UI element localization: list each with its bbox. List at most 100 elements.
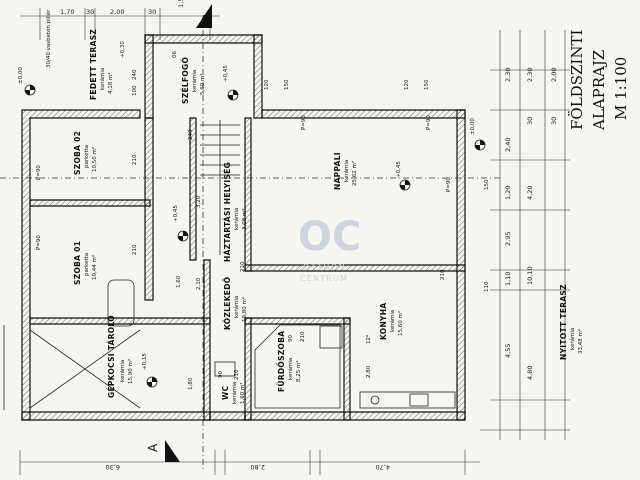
- room-name: SZOBA 02: [73, 131, 82, 175]
- level-right: ±0,00: [470, 118, 476, 135]
- room-furdoszoba: FÜRDŐSZOBA kerámia 8,25 m²: [277, 331, 302, 392]
- opening-3: 100: [132, 85, 138, 96]
- room-name: SZOBA 01: [73, 241, 82, 285]
- opening-20: 2,80: [366, 365, 372, 378]
- room-area: 1,60 m²: [239, 382, 246, 404]
- opening-18: 210: [234, 369, 240, 380]
- title-block: FÖLDSZINTI ALAPRAJZ M 1:100: [568, 30, 630, 131]
- room-szoba-02: SZOBA 02 parketta 10,50 m²: [73, 131, 98, 175]
- opening-19: 1,80: [188, 377, 194, 390]
- room-area: 4,18 m²: [107, 72, 114, 94]
- dim-top-4: 30: [148, 8, 156, 16]
- level-szelfogo: +0,45: [223, 65, 229, 82]
- section-marker-top: A: [196, 4, 212, 470]
- room-material: kerámia: [569, 328, 576, 350]
- room-material: kerámia: [233, 296, 240, 318]
- room-material: kerámia: [287, 358, 294, 380]
- dimension-right: 2,30 2,40 1,20 2,95 1,10 4,55 2,30 30 4,…: [480, 30, 570, 440]
- watermark-line1: OTTHON: [303, 263, 346, 272]
- room-material: kerámia: [191, 70, 198, 92]
- level-markers: [24, 84, 486, 388]
- watermark-mark: OC: [298, 214, 361, 260]
- room-area: 33,48 m²: [577, 329, 584, 354]
- room-area: 10,44 m²: [91, 255, 98, 280]
- room-konyha: KONYHA kerámia 15,60 m²: [379, 303, 404, 340]
- room-material: kerámia: [343, 160, 350, 182]
- opening-1: 06: [172, 51, 178, 58]
- dim-right-13: 30: [550, 117, 558, 125]
- room-area: 8,25 m²: [295, 360, 302, 382]
- room-nyitott-terasz: NYITOTT TERASZ kerámia 33,48 m²: [559, 284, 584, 360]
- column-note: 30/40 vasbeton pillér: [45, 9, 52, 68]
- room-kozlekedo: KÖZLEKEDŐ kerámia 19,80 m²: [223, 277, 248, 330]
- room-name: WC: [221, 385, 230, 400]
- opening-5: 150: [284, 79, 290, 90]
- room-area: 15,60 m²: [397, 311, 404, 336]
- garage-lines: [3, 325, 141, 410]
- opening-14: 2,10: [196, 277, 202, 290]
- room-material: parketta: [84, 253, 90, 276]
- dim-right-11: 4,80: [526, 366, 534, 380]
- opening-10: 240: [188, 129, 194, 140]
- room-material: kerámia: [119, 360, 126, 382]
- room-name: FEDETT TERASZ: [89, 29, 98, 100]
- dim-bottom-1: 6,30: [106, 463, 120, 471]
- room-wc: WC kerámia 1,60 m²: [221, 382, 246, 404]
- opening-21: 150: [484, 179, 490, 190]
- dim-right-9: 4,20: [526, 186, 534, 200]
- room-nappali: NAPPALI kerámia 25,62 m²: [333, 152, 358, 190]
- level-gepkocsi: +0,15: [142, 353, 148, 370]
- dim-top-3: 2,00: [110, 8, 124, 16]
- dim-top-5: 1,50: [177, 0, 185, 8]
- room-name: HÁZTARTÁSI HELYISÉG: [223, 162, 232, 262]
- opening-7: 150: [424, 79, 430, 90]
- staircase: [200, 120, 240, 255]
- room-area: 19,80 m²: [241, 297, 248, 322]
- door-p90-c: P=90: [301, 115, 307, 130]
- room-name: SZÉLFOGÓ: [181, 57, 190, 104]
- title-line2: ALAPRAJZ: [590, 50, 608, 131]
- door-p90-b: P=90: [36, 235, 42, 250]
- room-fedett-terasz: FEDETT TERASZ kerámia 4,18 m²: [89, 29, 114, 100]
- dim-right-4: 2,95: [504, 232, 512, 246]
- dim-right-10: 10,10: [526, 266, 534, 285]
- dim-right-7: 2,30: [526, 68, 534, 82]
- dimension-bottom: 6,30 2,80 4,70: [19, 450, 480, 475]
- door-p90-d: P=90: [426, 115, 432, 130]
- opening-24: 12²: [365, 335, 372, 344]
- room-name: GÉPKOCSI TÁROLÓ: [107, 315, 116, 398]
- room-material: kerámia: [231, 382, 238, 404]
- dim-bottom-3: 4,70: [376, 463, 390, 471]
- opening-12: 210: [240, 261, 246, 272]
- room-name: FÜRDŐSZOBA: [277, 331, 286, 392]
- room-area: 25,62 m²: [351, 161, 358, 186]
- section-label-a-bottom: A: [146, 443, 160, 452]
- section-label-a: A: [200, 13, 209, 27]
- room-material: parketta: [84, 145, 90, 168]
- dim-right-2: 2,40: [504, 138, 512, 152]
- opening-2: 240: [132, 69, 138, 80]
- opening-6: 120: [404, 79, 410, 90]
- dim-top-1: 1,70: [60, 8, 74, 16]
- section-marker-bottom: A: [146, 440, 180, 462]
- level-szoba: +0,45: [173, 205, 179, 222]
- room-area: 10,50 m²: [91, 147, 98, 172]
- dim-top-2: 30: [86, 8, 94, 16]
- watermark-line2: CENTRUM: [300, 274, 348, 283]
- title-line1: FÖLDSZINTI: [568, 30, 586, 130]
- bathtub: [107, 279, 135, 327]
- bathroom-fixtures: [214, 324, 343, 409]
- kitchen-counter: [359, 391, 456, 409]
- dim-right-8: 30: [526, 117, 534, 125]
- opening-11: 3,20: [196, 195, 202, 208]
- room-material: kerámia: [99, 68, 106, 90]
- opening-23: 210: [440, 269, 446, 280]
- opening-13: 1,60: [176, 275, 182, 288]
- room-material: kerámia: [389, 310, 396, 332]
- opening-17: 90: [218, 371, 224, 378]
- room-name: KÖZLEKEDŐ: [223, 277, 232, 330]
- opening-8: 210: [132, 154, 138, 165]
- opening-22: 110: [484, 281, 490, 292]
